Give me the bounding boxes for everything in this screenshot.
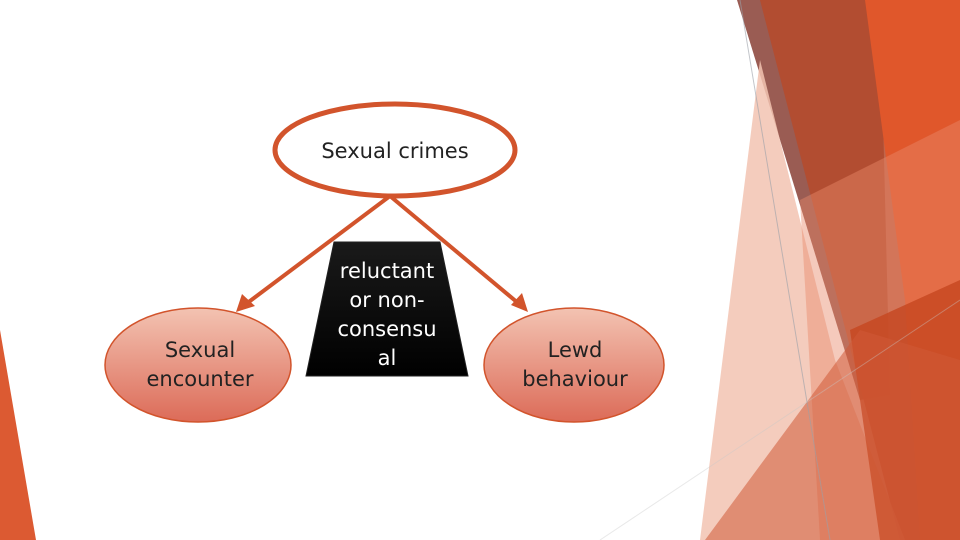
left-edge-stripe xyxy=(0,330,36,540)
connector-root-right xyxy=(388,194,520,305)
middle-node xyxy=(305,241,469,377)
left-node-label: Sexual encounter xyxy=(146,338,254,391)
right-node xyxy=(483,307,665,423)
right-thin-line xyxy=(739,0,831,540)
right-thin-line-2 xyxy=(599,299,960,540)
middle-node-label: reluctant or non- consensu al xyxy=(337,259,437,370)
arrowhead-right xyxy=(511,293,528,312)
left-node xyxy=(104,307,292,423)
connector-root-left xyxy=(244,194,392,306)
right-facet-bottom xyxy=(705,330,960,540)
right-node-label: Lewd behaviour xyxy=(522,338,628,391)
root-node xyxy=(272,101,518,199)
arrowhead-left xyxy=(236,294,255,312)
root-node-label: Sexual crimes xyxy=(321,138,469,163)
